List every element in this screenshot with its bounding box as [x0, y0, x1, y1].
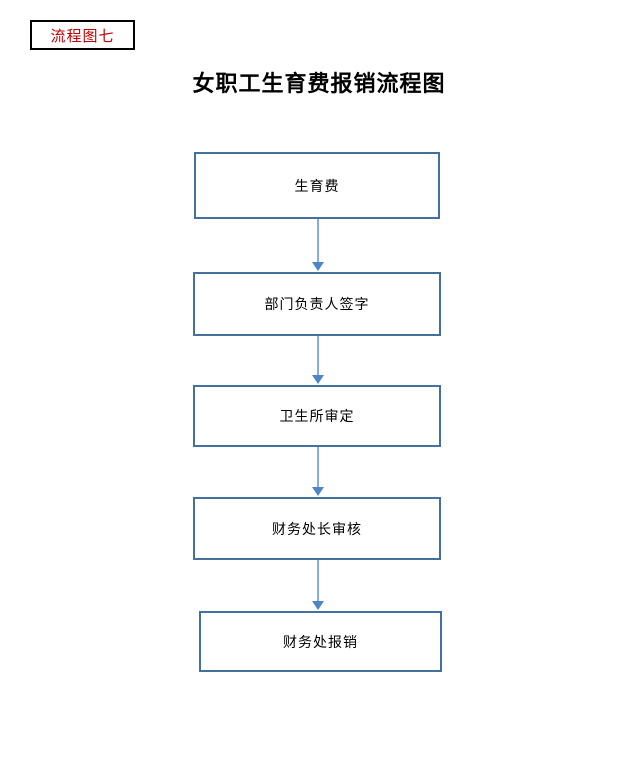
- arrow-line: [317, 219, 319, 262]
- flow-step-label: 财务处报销: [283, 633, 358, 650]
- flow-step-finance-director-audit: 财务处长审核: [193, 497, 441, 560]
- flow-step-label: 部门负责人签字: [264, 296, 370, 312]
- arrow-head: [312, 375, 324, 384]
- flow-step-finance-office-reimbursement: 财务处报销: [199, 611, 442, 672]
- down-arrow-icon: [312, 219, 324, 271]
- flowchart-number-box: 流程图七: [30, 20, 135, 50]
- arrow-line: [317, 560, 319, 601]
- down-arrow-icon: [312, 336, 324, 384]
- arrow-line: [317, 336, 319, 375]
- arrow-head: [312, 487, 324, 496]
- page-title: 女职工生育费报销流程图: [192, 71, 446, 97]
- arrow-line: [317, 447, 319, 487]
- arrow-head: [312, 601, 324, 610]
- flow-step-label: 卫生所审定: [279, 408, 355, 424]
- down-arrow-icon: [312, 560, 324, 610]
- down-arrow-icon: [312, 447, 324, 496]
- flow-step-maternity-fee: 生育费: [194, 152, 440, 219]
- flowchart-number-label: 流程图七: [50, 27, 115, 45]
- flow-step-department-head-signature: 部门负责人签字: [193, 272, 441, 336]
- flow-step-label: 财务处长审核: [272, 520, 362, 537]
- flow-step-label: 生育费: [294, 177, 340, 194]
- arrow-head: [312, 262, 324, 271]
- flow-step-health-clinic-review: 卫生所审定: [193, 385, 441, 447]
